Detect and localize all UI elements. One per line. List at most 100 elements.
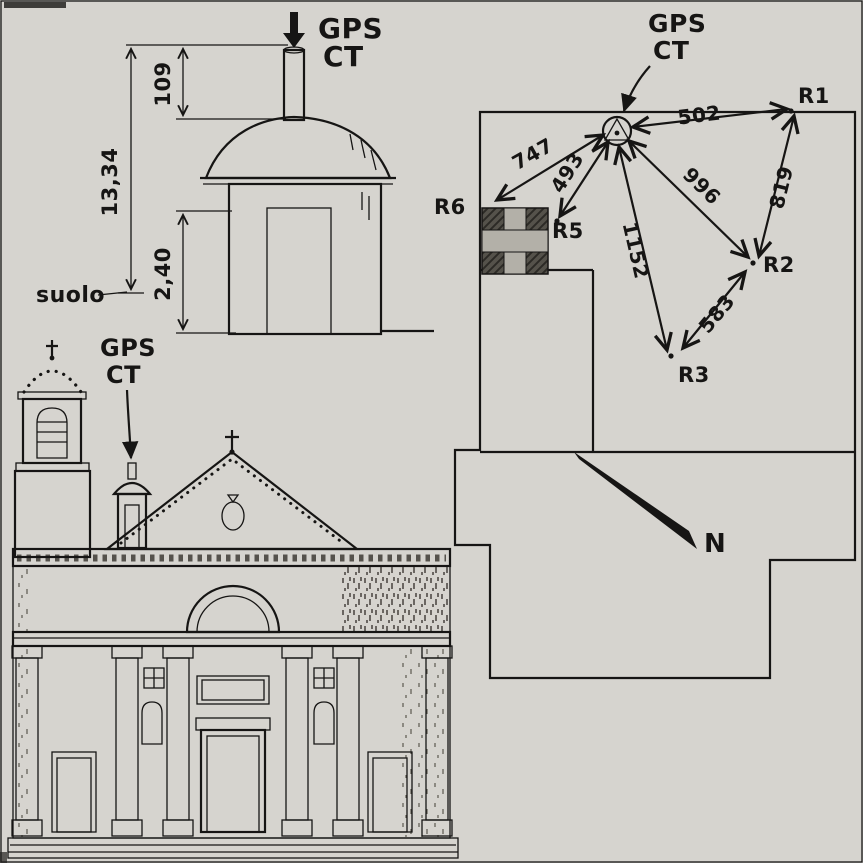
dim-total-label: 13,34 xyxy=(98,148,122,217)
facade-gps-arrow xyxy=(121,389,139,460)
pilaster xyxy=(421,645,453,837)
columns xyxy=(11,645,453,837)
facade-steps xyxy=(7,837,459,859)
pediment xyxy=(103,450,361,551)
lower-wall xyxy=(12,645,451,839)
column xyxy=(162,645,194,837)
tower-window-louvers xyxy=(37,421,67,443)
ground-label: suolo xyxy=(36,283,105,308)
line-r1-r2 xyxy=(759,116,794,256)
side-door-right xyxy=(372,757,408,833)
step-lines xyxy=(8,844,458,853)
niche-right xyxy=(313,701,335,745)
lunette-inner-arc xyxy=(196,595,270,633)
plan-gps-label: GPS xyxy=(648,9,706,38)
distance-ct-r2: 996 xyxy=(678,162,726,209)
scan-artifact xyxy=(0,852,7,863)
gps-antenna-cap xyxy=(283,46,305,54)
pediment-emblem xyxy=(221,501,245,531)
distance-r1-r2: 819 xyxy=(764,163,798,211)
wall-texture xyxy=(14,647,28,837)
facade-antenna xyxy=(127,462,137,480)
wall-texture xyxy=(14,567,34,631)
pediment-cross-icon xyxy=(225,430,239,452)
church-facade: GPS CT xyxy=(7,334,459,859)
lantern-dome xyxy=(204,115,392,180)
north-label: N xyxy=(704,529,726,559)
label-r2: R2 xyxy=(763,253,795,277)
facade-plaque-inner xyxy=(201,679,265,701)
lunette-arch xyxy=(185,584,281,634)
main-door-frame xyxy=(199,728,267,834)
door-lintel xyxy=(195,717,271,731)
wall-texture xyxy=(400,647,448,837)
column xyxy=(111,645,143,837)
line-ct-r6 xyxy=(497,135,603,200)
distance-ct-r3: 1152 xyxy=(618,220,654,282)
main-door xyxy=(206,735,260,833)
pilaster xyxy=(11,645,43,837)
label-r3: R3 xyxy=(678,363,710,387)
survey-plan: 502 819 996 1152 493 747 583 R1 R2 R3 R5… xyxy=(434,9,857,680)
tower-dome-dotted xyxy=(22,369,83,394)
point-r5 xyxy=(554,218,560,224)
down-arrow-icon xyxy=(283,12,305,48)
column xyxy=(281,645,313,837)
bell-tower xyxy=(13,340,92,559)
niche-left xyxy=(141,701,163,745)
facade-gps-label: GPS xyxy=(100,334,156,362)
gps-station-symbol xyxy=(601,115,633,147)
cross-window xyxy=(143,667,165,689)
lower-cornice xyxy=(11,630,452,648)
dim-antenna-label: 109 xyxy=(151,61,175,106)
tower-lower-body xyxy=(13,469,92,559)
body-shading xyxy=(361,192,370,220)
line-ct-r3 xyxy=(619,147,667,350)
side-door-frame xyxy=(51,751,97,833)
elevation-ct-label: CT xyxy=(323,40,364,73)
point-r1 xyxy=(788,108,794,114)
facade-ct-label: CT xyxy=(106,361,141,389)
distance-r2-r3: 583 xyxy=(694,289,740,338)
lantern-door xyxy=(266,207,332,335)
tower-cornice xyxy=(15,462,90,472)
pediment-dot-trim xyxy=(119,457,345,545)
emblem-crown xyxy=(226,494,240,504)
line-ct-r2 xyxy=(629,141,748,257)
scan-artifact xyxy=(4,2,66,8)
dome-shading xyxy=(349,133,377,171)
elevation-detail: 13,34 109 2,40 suolo GPS CT xyxy=(36,12,434,336)
elevation-gps-label: GPS xyxy=(318,12,383,45)
tower-top-cornice xyxy=(17,391,87,400)
point-r2 xyxy=(750,260,756,266)
line-ct-r1 xyxy=(633,109,787,127)
dim-base-label: 2,40 xyxy=(151,247,175,301)
plan-gps-arrow xyxy=(621,65,651,113)
tower-cross-icon xyxy=(46,340,58,358)
facade-lantern-dome xyxy=(111,481,153,496)
label-r1: R1 xyxy=(798,84,830,108)
facade-lantern-door xyxy=(124,504,140,549)
tower-finial xyxy=(49,355,55,361)
wall-texture xyxy=(342,567,448,631)
ground-leader-line xyxy=(97,291,128,296)
distance-ct-r1: 502 xyxy=(676,101,722,130)
plan-internal-wall xyxy=(480,268,595,452)
line-r2-r3 xyxy=(683,272,745,348)
gps-antenna-pole xyxy=(282,48,306,122)
plan-ct-label: CT xyxy=(653,36,689,65)
plan-outline xyxy=(453,110,857,680)
facade-plaque xyxy=(196,675,270,705)
point-r3 xyxy=(668,353,674,359)
label-r6: R6 xyxy=(434,195,466,219)
tower-window xyxy=(36,407,68,459)
side-door-left xyxy=(56,757,92,833)
label-r5: R5 xyxy=(552,219,584,243)
north-arrow-icon xyxy=(574,452,697,549)
lantern-body xyxy=(227,182,383,336)
pediment-cross-base xyxy=(229,449,235,455)
facade-lantern xyxy=(111,462,153,550)
